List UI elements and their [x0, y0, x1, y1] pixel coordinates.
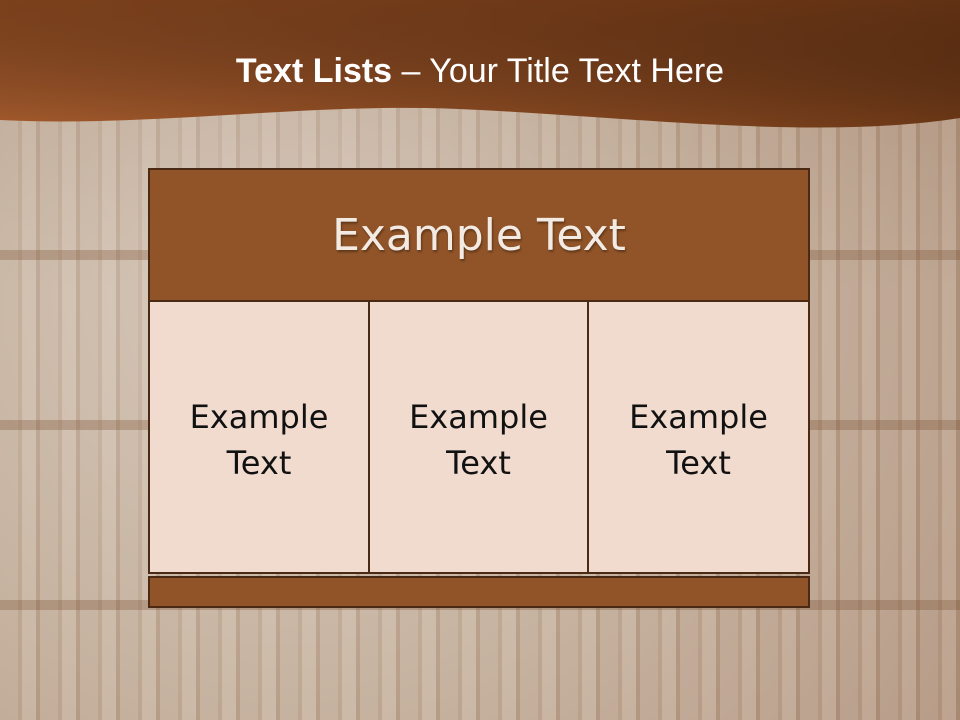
slide-title: Text Lists – Your Title Text Here [0, 52, 960, 91]
cell-text: Example Text [370, 394, 587, 486]
table-footer-bar [148, 576, 810, 608]
cell-text-line: Text [666, 444, 731, 482]
cell-text-line: Example [409, 398, 548, 436]
table-cell-2: Example Text [368, 300, 589, 574]
cell-text-line: Example [629, 398, 768, 436]
cell-text-line: Text [226, 444, 292, 482]
table-cell-1: Example Text [148, 300, 370, 574]
cell-text: Example Text [589, 394, 808, 486]
cell-text: Example Text [150, 394, 368, 486]
title-bold: Text Lists [235, 52, 393, 90]
table-header-text: Example Text [332, 210, 626, 261]
title-rest: – Your Title Text Here [392, 52, 725, 90]
table-header-cell: Example Text [148, 168, 810, 304]
header-wave-banner [0, 0, 960, 128]
text-list-table: Example Text Example Text Example Text E… [148, 168, 810, 608]
cell-text-line: Text [446, 444, 511, 482]
table-cell-3: Example Text [587, 300, 810, 574]
cell-text-line: Example [189, 398, 329, 436]
